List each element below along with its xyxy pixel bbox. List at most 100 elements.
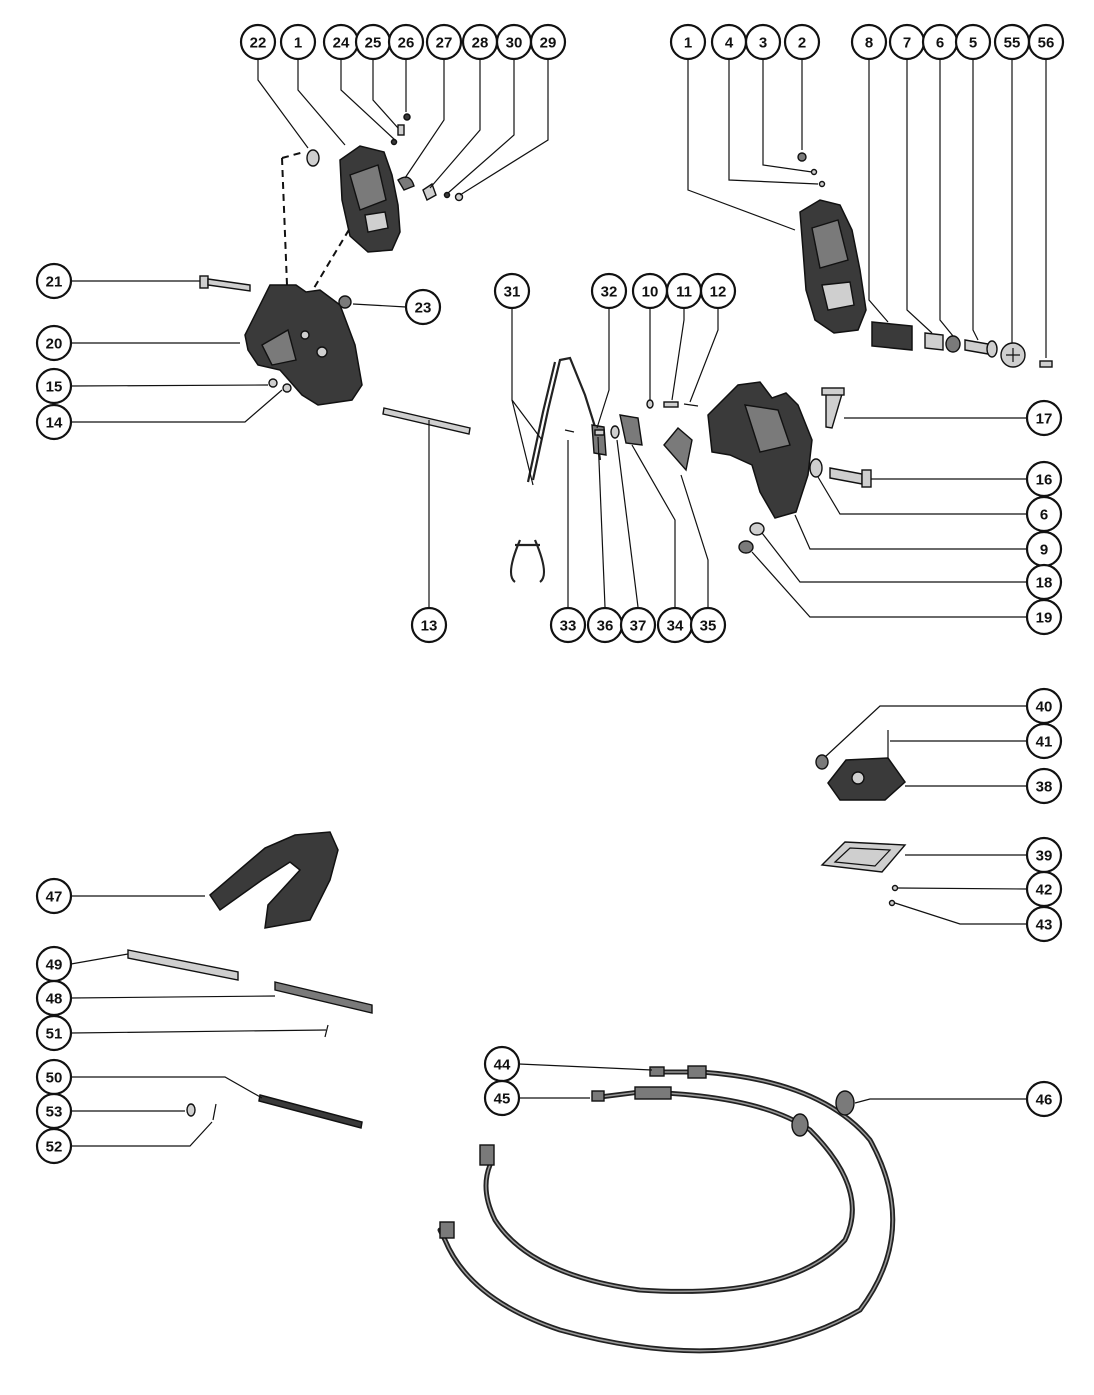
callout-56: 56 [1027,23,1065,61]
svg-text:44: 44 [494,1057,511,1074]
part-10 [646,399,654,409]
svg-text:6: 6 [936,35,944,52]
callout-53: 53 [35,1092,73,1130]
svg-text:49: 49 [46,957,63,974]
callout-37: 37 [619,606,657,644]
callout-36: 36 [586,606,624,644]
svg-text:27: 27 [436,35,453,52]
callout-43: 43 [1025,905,1063,943]
svg-text:37: 37 [630,618,647,635]
rod-50 [258,1094,363,1129]
callout-15: 15 [35,367,73,405]
svg-text:10: 10 [642,284,659,301]
callout-52: 52 [35,1127,73,1165]
valve-body-9 [707,381,813,519]
svg-text:24: 24 [333,35,350,52]
svg-text:47: 47 [46,889,63,906]
callout-30: 30 [495,23,533,61]
dashed-line [281,151,305,159]
plate-34 [619,414,643,446]
bracket-20 [244,284,363,406]
svg-text:3: 3 [759,35,767,52]
callout-44: 44 [483,1045,521,1083]
callout-6: 6 [921,23,959,61]
svg-text:23: 23 [415,300,432,317]
svg-text:35: 35 [700,618,717,635]
svg-text:7: 7 [903,35,911,52]
callout-51: 51 [35,1014,73,1052]
svg-text:6: 6 [1040,507,1048,524]
callout-32: 32 [590,272,628,310]
svg-text:55: 55 [1004,35,1021,52]
callout-10: 10 [631,272,669,310]
rod-49 [127,949,239,981]
svg-text:2: 2 [798,35,806,52]
svg-text:14: 14 [46,415,63,432]
svg-text:22: 22 [250,35,267,52]
callout-11: 11 [665,272,703,310]
nut-19 [738,540,754,554]
callout-48: 48 [35,979,73,1017]
svg-text:20: 20 [46,336,63,353]
svg-text:50: 50 [46,1070,63,1087]
strap-47 [209,831,339,929]
callout-42: 42 [1025,870,1063,908]
svg-text:9: 9 [1040,542,1048,559]
svg-text:33: 33 [560,618,577,635]
part-36 [594,429,605,436]
switch-harness [509,356,607,583]
svg-text:31: 31 [504,284,521,301]
svg-text:48: 48 [46,991,63,1008]
callout-46: 46 [1025,1080,1063,1118]
callout-27: 27 [425,23,463,61]
callout-6: 6 [1025,495,1063,533]
callout-38: 38 [1025,767,1063,805]
svg-text:38: 38 [1036,779,1053,796]
svg-text:5: 5 [969,35,977,52]
bolt-16 [829,467,872,488]
gasket-39 [820,841,907,873]
washer-15 [268,378,278,388]
callout-1: 1 [669,23,707,61]
svg-text:21: 21 [46,274,63,291]
callout-35: 35 [689,606,727,644]
bolt-21 [199,275,251,292]
callout-9: 9 [1025,530,1063,568]
svg-text:1: 1 [294,35,302,52]
callout-17: 17 [1025,399,1063,437]
callout-23: 23 [404,288,442,326]
callout-4: 4 [710,23,748,61]
callout-29: 29 [529,23,567,61]
svg-text:16: 16 [1036,472,1053,489]
callout-47: 47 [35,877,73,915]
callout-7: 7 [888,23,926,61]
svg-text:26: 26 [398,35,415,52]
callout-33: 33 [549,606,587,644]
callout-21: 21 [35,262,73,300]
svg-text:56: 56 [1038,35,1055,52]
washer-6 [809,458,823,478]
cover-38 [827,757,906,801]
callout-5: 5 [954,23,992,61]
part-2 [797,152,807,162]
small-parts-upper-left [390,113,464,202]
callout-3: 3 [744,23,782,61]
svg-text:51: 51 [46,1026,63,1043]
washer-14 [282,383,292,393]
svg-text:28: 28 [472,35,489,52]
leader-lines [70,57,1047,1147]
callout-25: 25 [354,23,392,61]
svg-text:19: 19 [1036,610,1053,627]
bolt-17 [821,387,845,429]
svg-text:34: 34 [667,618,684,635]
pin-51 [324,1024,329,1038]
svg-text:46: 46 [1036,1092,1053,1109]
svg-text:39: 39 [1036,848,1053,865]
callout-49: 49 [35,945,73,983]
part-4 [818,180,826,188]
callout-2: 2 [783,23,821,61]
part-3 [810,168,818,176]
callout-22: 22 [239,23,277,61]
part-42 [891,884,899,892]
